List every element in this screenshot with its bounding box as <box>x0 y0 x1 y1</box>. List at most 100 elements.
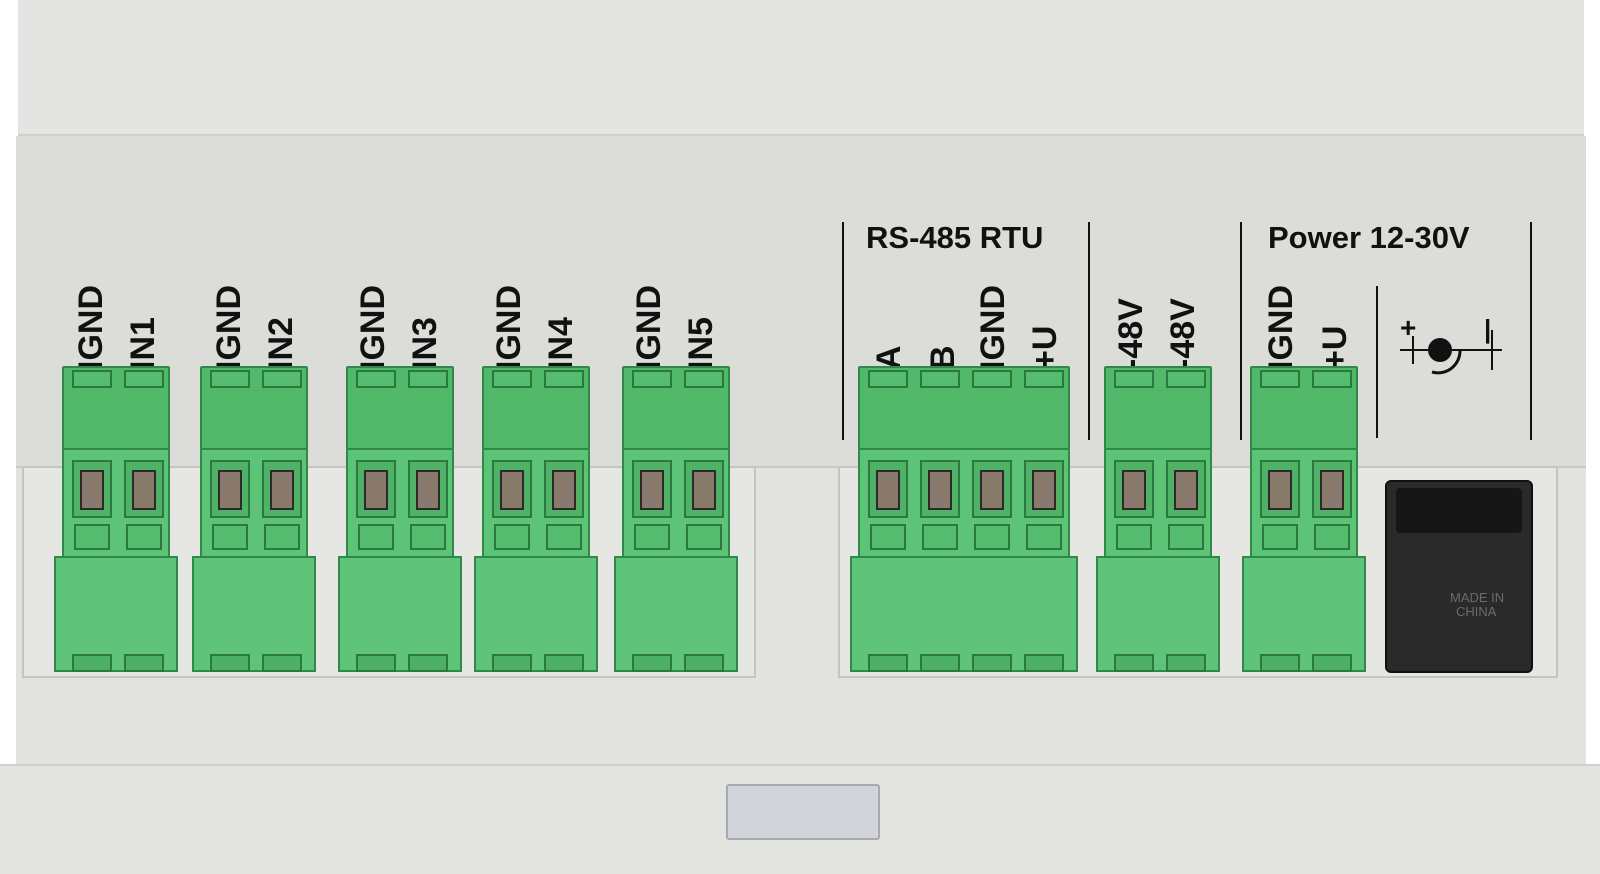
wire-release-tab[interactable] <box>210 370 250 388</box>
wire-release-tab[interactable] <box>1166 370 1206 388</box>
jack-marking-line1: MADE IN <box>1450 590 1505 605</box>
screw-slot-icon <box>1320 470 1344 510</box>
screw-slot-icon <box>1032 470 1056 510</box>
test-point <box>1026 524 1062 550</box>
test-point <box>410 524 446 550</box>
screw-slot-icon <box>1122 470 1146 510</box>
top-lid <box>18 0 1584 136</box>
test-point <box>870 524 906 550</box>
test-point <box>1168 524 1204 550</box>
test-point <box>212 524 248 550</box>
pin-foot <box>972 654 1012 672</box>
wire-release-tab[interactable] <box>1114 370 1154 388</box>
pin-foot <box>684 654 724 672</box>
label-ch3-gnd: IGND <box>354 285 392 370</box>
terminal-header-ch3 <box>338 556 462 672</box>
wire-release-tab[interactable] <box>492 370 532 388</box>
pin-foot <box>356 654 396 672</box>
dc-polarity-icon <box>1400 330 1502 375</box>
pin-foot <box>632 654 672 672</box>
minus-sign: | <box>1484 314 1492 344</box>
terminal-header-v48 <box>1096 556 1220 672</box>
pin-foot <box>1024 654 1064 672</box>
pin-foot <box>408 654 448 672</box>
label-pwr-u: +U <box>1316 325 1354 370</box>
pin-foot <box>72 654 112 672</box>
wire-release-tab[interactable] <box>1312 370 1352 388</box>
label-48v-2: -48V <box>1164 298 1202 370</box>
divider-line <box>1088 222 1090 440</box>
terminal-header-ch1 <box>54 556 178 672</box>
screw-slot-icon <box>640 470 664 510</box>
terminal-header-ch2 <box>192 556 316 672</box>
screw-slot-icon <box>980 470 1004 510</box>
test-point <box>974 524 1010 550</box>
label-ch2-in: IN2 <box>262 317 300 370</box>
test-point <box>264 524 300 550</box>
label-48v-1: -48V <box>1112 298 1150 370</box>
jack-marking-line2: CHINA <box>1456 604 1497 619</box>
screw-slot-icon <box>270 470 294 510</box>
wire-release-tab[interactable] <box>868 370 908 388</box>
test-point <box>1116 524 1152 550</box>
wire-release-tab[interactable] <box>972 370 1012 388</box>
screw-slot-icon <box>132 470 156 510</box>
pin-foot <box>262 654 302 672</box>
label-ch1-in: IN1 <box>124 317 162 370</box>
pin-foot <box>1166 654 1206 672</box>
din-rail-clip[interactable] <box>726 784 880 840</box>
test-point <box>1262 524 1298 550</box>
wire-release-tab[interactable] <box>920 370 960 388</box>
screw-slot-icon <box>500 470 524 510</box>
pin-foot <box>1260 654 1300 672</box>
wire-release-tab[interactable] <box>1024 370 1064 388</box>
test-point <box>494 524 530 550</box>
pin-foot <box>210 654 250 672</box>
wire-release-tab[interactable] <box>544 370 584 388</box>
screw-slot-icon <box>416 470 440 510</box>
pin-foot <box>492 654 532 672</box>
dc-jack-socket <box>1396 488 1522 533</box>
pin-foot <box>1114 654 1154 672</box>
wire-release-tab[interactable] <box>72 370 112 388</box>
test-point <box>74 524 110 550</box>
wire-release-tab[interactable] <box>408 370 448 388</box>
terminal-header-ch5 <box>614 556 738 672</box>
terminal-header-pwr <box>1242 556 1366 672</box>
wire-release-tab[interactable] <box>1260 370 1300 388</box>
divider-line <box>1376 286 1378 438</box>
divider-line <box>1530 222 1532 440</box>
label-rs485-gnd: IGND <box>974 285 1012 370</box>
screw-slot-icon <box>928 470 952 510</box>
divider-line <box>1240 222 1242 440</box>
test-point <box>922 524 958 550</box>
wire-release-tab[interactable] <box>356 370 396 388</box>
screw-slot-icon <box>80 470 104 510</box>
pin-foot <box>1312 654 1352 672</box>
pin-foot <box>124 654 164 672</box>
test-point <box>1314 524 1350 550</box>
label-ch3-in: IN3 <box>406 317 444 370</box>
test-point <box>358 524 394 550</box>
screw-slot-icon <box>876 470 900 510</box>
pin-foot <box>868 654 908 672</box>
pin-foot <box>920 654 960 672</box>
terminal-header-ch4 <box>474 556 598 672</box>
label-ch2-gnd: IGND <box>210 285 248 370</box>
rs485-header: RS-485 RTU <box>866 220 1044 255</box>
label-pwr-gnd: IGND <box>1262 285 1300 370</box>
test-point <box>634 524 670 550</box>
wire-release-tab[interactable] <box>262 370 302 388</box>
wire-release-tab[interactable] <box>632 370 672 388</box>
label-ch5-in: IN5 <box>682 317 720 370</box>
wire-release-tab[interactable] <box>124 370 164 388</box>
wire-release-tab[interactable] <box>684 370 724 388</box>
label-ch4-gnd: IGND <box>490 285 528 370</box>
screw-slot-icon <box>1268 470 1292 510</box>
label-ch1-gnd: IGND <box>72 285 110 370</box>
power-header: Power 12-30V <box>1268 220 1470 255</box>
test-point <box>546 524 582 550</box>
plus-sign: + <box>1400 312 1417 343</box>
label-ch5-gnd: IGND <box>630 285 668 370</box>
test-point <box>126 524 162 550</box>
